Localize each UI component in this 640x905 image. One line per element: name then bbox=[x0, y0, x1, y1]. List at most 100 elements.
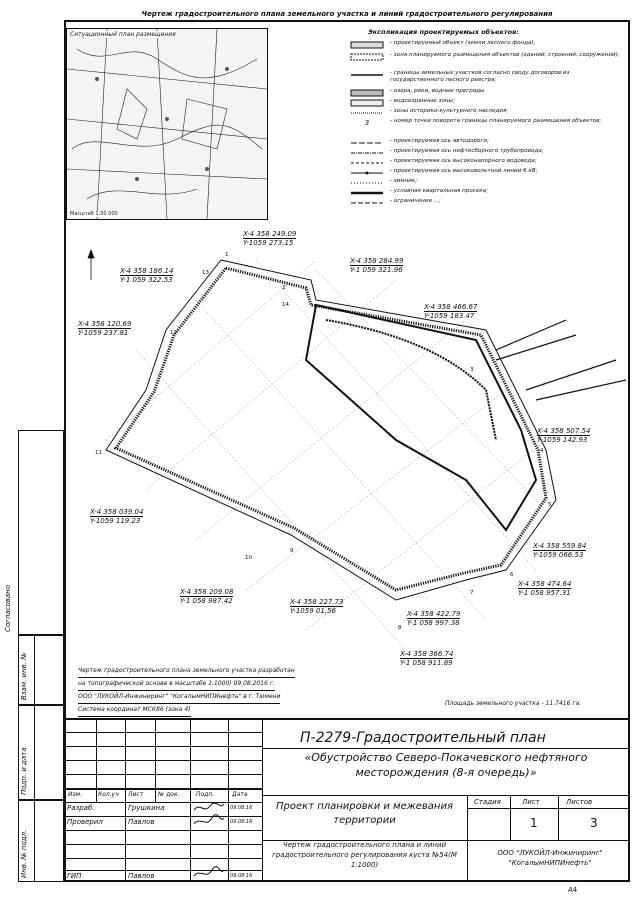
stamp-role: Проверил bbox=[67, 818, 103, 826]
stamp-role: Разраб. bbox=[67, 804, 95, 812]
stamp-header-izm: Изм. bbox=[68, 791, 83, 798]
pad-outline bbox=[113, 266, 548, 592]
stamp-header-sign: Подп. bbox=[196, 791, 215, 798]
stamp-header-date: Дата bbox=[232, 791, 248, 798]
point-number: 5 bbox=[548, 502, 552, 508]
legend-powerline-symbol bbox=[351, 171, 383, 175]
legend-waterpipe-symbol bbox=[351, 162, 383, 164]
stamp-date: 09.08.16 bbox=[230, 805, 253, 811]
plan-grid bbox=[105, 259, 547, 651]
legend-item: - ограничения ...; bbox=[390, 198, 441, 204]
legend-point-symbol: 3 bbox=[364, 119, 370, 127]
format-label: А4 bbox=[568, 886, 578, 894]
point-number: 12 bbox=[170, 330, 177, 336]
legend-restriction-symbol bbox=[351, 202, 383, 204]
approach-road bbox=[495, 319, 626, 401]
situation-map-graphic bbox=[67, 29, 267, 219]
situation-map-scale: Масштаб 1:50 000 bbox=[70, 211, 118, 217]
legend-item: - водоохранные зоны; bbox=[390, 98, 455, 104]
document-code: П-2279-Градостроительный план bbox=[300, 730, 546, 746]
stamp-date: 09.08.16 bbox=[230, 819, 253, 825]
stamp-header-koluch: Кол.уч bbox=[98, 791, 119, 798]
side-inv-orig-label: Инв. № подл. bbox=[20, 829, 28, 878]
legend-waterzone-symbol bbox=[350, 99, 384, 107]
point-number: 9 bbox=[290, 548, 294, 554]
stamp-name: Павлов bbox=[128, 818, 155, 826]
site-plan bbox=[87, 248, 626, 651]
stamp-role: ГИП bbox=[67, 872, 82, 880]
note-line: на топографической основе в масштабе 1:1… bbox=[78, 678, 275, 691]
legend-item: - проектируемая ось автодороги; bbox=[390, 138, 489, 144]
legend-water-symbol bbox=[350, 89, 384, 97]
legend-clearing-symbol bbox=[351, 191, 383, 195]
situation-map: Ситуационный план размещения Масштаб 1:5… bbox=[66, 28, 268, 220]
side-inv-replace-label: Взам. инв. № bbox=[20, 652, 28, 700]
project-title: Проект планировки и межевания территории bbox=[276, 801, 453, 826]
point-number: 4 bbox=[540, 448, 544, 454]
sheet-value: 1 bbox=[530, 816, 538, 830]
point-number: 13 bbox=[202, 270, 209, 276]
signatures bbox=[193, 802, 225, 877]
legend-object-symbol bbox=[350, 41, 384, 49]
stage-label: Стадия bbox=[474, 798, 501, 806]
point-number: 7 bbox=[470, 590, 474, 596]
legend-item: - зимник; bbox=[390, 178, 418, 184]
point-number: 1 bbox=[225, 252, 229, 258]
drawing-title: Чертеж градостроительного плана и линий … bbox=[272, 841, 457, 869]
sheet-label: Лист bbox=[522, 798, 540, 806]
point-number: 11 bbox=[95, 450, 102, 456]
legend-item: - условная квартальная просека; bbox=[390, 188, 488, 194]
note-line: Чертеж градостроительного плана земельно… bbox=[78, 665, 295, 678]
legend-item: - проектируемая ось нефтесборного трубоп… bbox=[390, 148, 544, 154]
legend-item: - зоны историко-культурного наследия; bbox=[390, 108, 509, 114]
point-number: 10 bbox=[245, 555, 252, 561]
side-strip-agreed bbox=[18, 430, 64, 635]
legend-winterroad-symbol bbox=[351, 182, 383, 184]
legend-heritage-symbol bbox=[351, 112, 383, 114]
legend-boundary-symbol bbox=[351, 74, 383, 76]
drawing-notes: Чертеж градостроительного плана земельно… bbox=[78, 665, 295, 717]
note-line: ООО "ЛУКОЙЛ-Инжиниринг" "КогалымНИПИнефт… bbox=[78, 691, 281, 704]
note-line: Система координат МСК86 (зона 4) bbox=[78, 704, 191, 717]
legend: Экспликация проектируемых объектов: - пр… bbox=[350, 28, 622, 228]
site-boundary bbox=[105, 259, 557, 601]
sheet-title: Чертеж градостроительного плана земельно… bbox=[141, 10, 553, 18]
stamp-header-doc: № док. bbox=[158, 791, 180, 798]
inner-outline bbox=[304, 303, 538, 532]
point-number: 6 bbox=[510, 572, 514, 578]
point-number: 8 bbox=[398, 625, 402, 631]
sheets-label: Листов bbox=[566, 798, 593, 806]
legend-item: - озера, реки, водные преграды bbox=[390, 88, 485, 94]
point-number: 2 bbox=[282, 285, 286, 291]
stamp-date: 09.08.16 bbox=[230, 873, 253, 879]
stamp-header-list: Лист bbox=[128, 791, 144, 798]
plot-area: Площадь земельного участка - 11.7416 га. bbox=[445, 700, 582, 707]
side-sign-date-label: Подп. и дата bbox=[20, 747, 28, 795]
situation-map-title: Ситуационный план размещения bbox=[70, 31, 176, 38]
point-number: 14 bbox=[282, 302, 289, 308]
legend-road-symbol bbox=[351, 142, 383, 144]
legend-item: - зона планируемого размещения объектов … bbox=[390, 52, 620, 58]
legend-item: - проектируемая ось высоковольтной линии… bbox=[390, 168, 538, 174]
legend-item: - проектируемая ось высоконапорного водо… bbox=[390, 158, 537, 164]
stamp-name: Грушкина bbox=[128, 804, 165, 812]
stamp-name: Павлов bbox=[128, 872, 155, 880]
sheets-value: 3 bbox=[590, 816, 598, 830]
side-agreed-label: Согласовано bbox=[4, 584, 12, 632]
legend-zone-symbol bbox=[350, 53, 384, 61]
north-arrow bbox=[87, 248, 95, 280]
object-title: «Обустройство Северо-Покачевского нефтян… bbox=[304, 751, 588, 779]
organization: ООО "ЛУКОЙЛ-Инжиниринг" "КогалымНИПИнефт… bbox=[497, 849, 603, 867]
